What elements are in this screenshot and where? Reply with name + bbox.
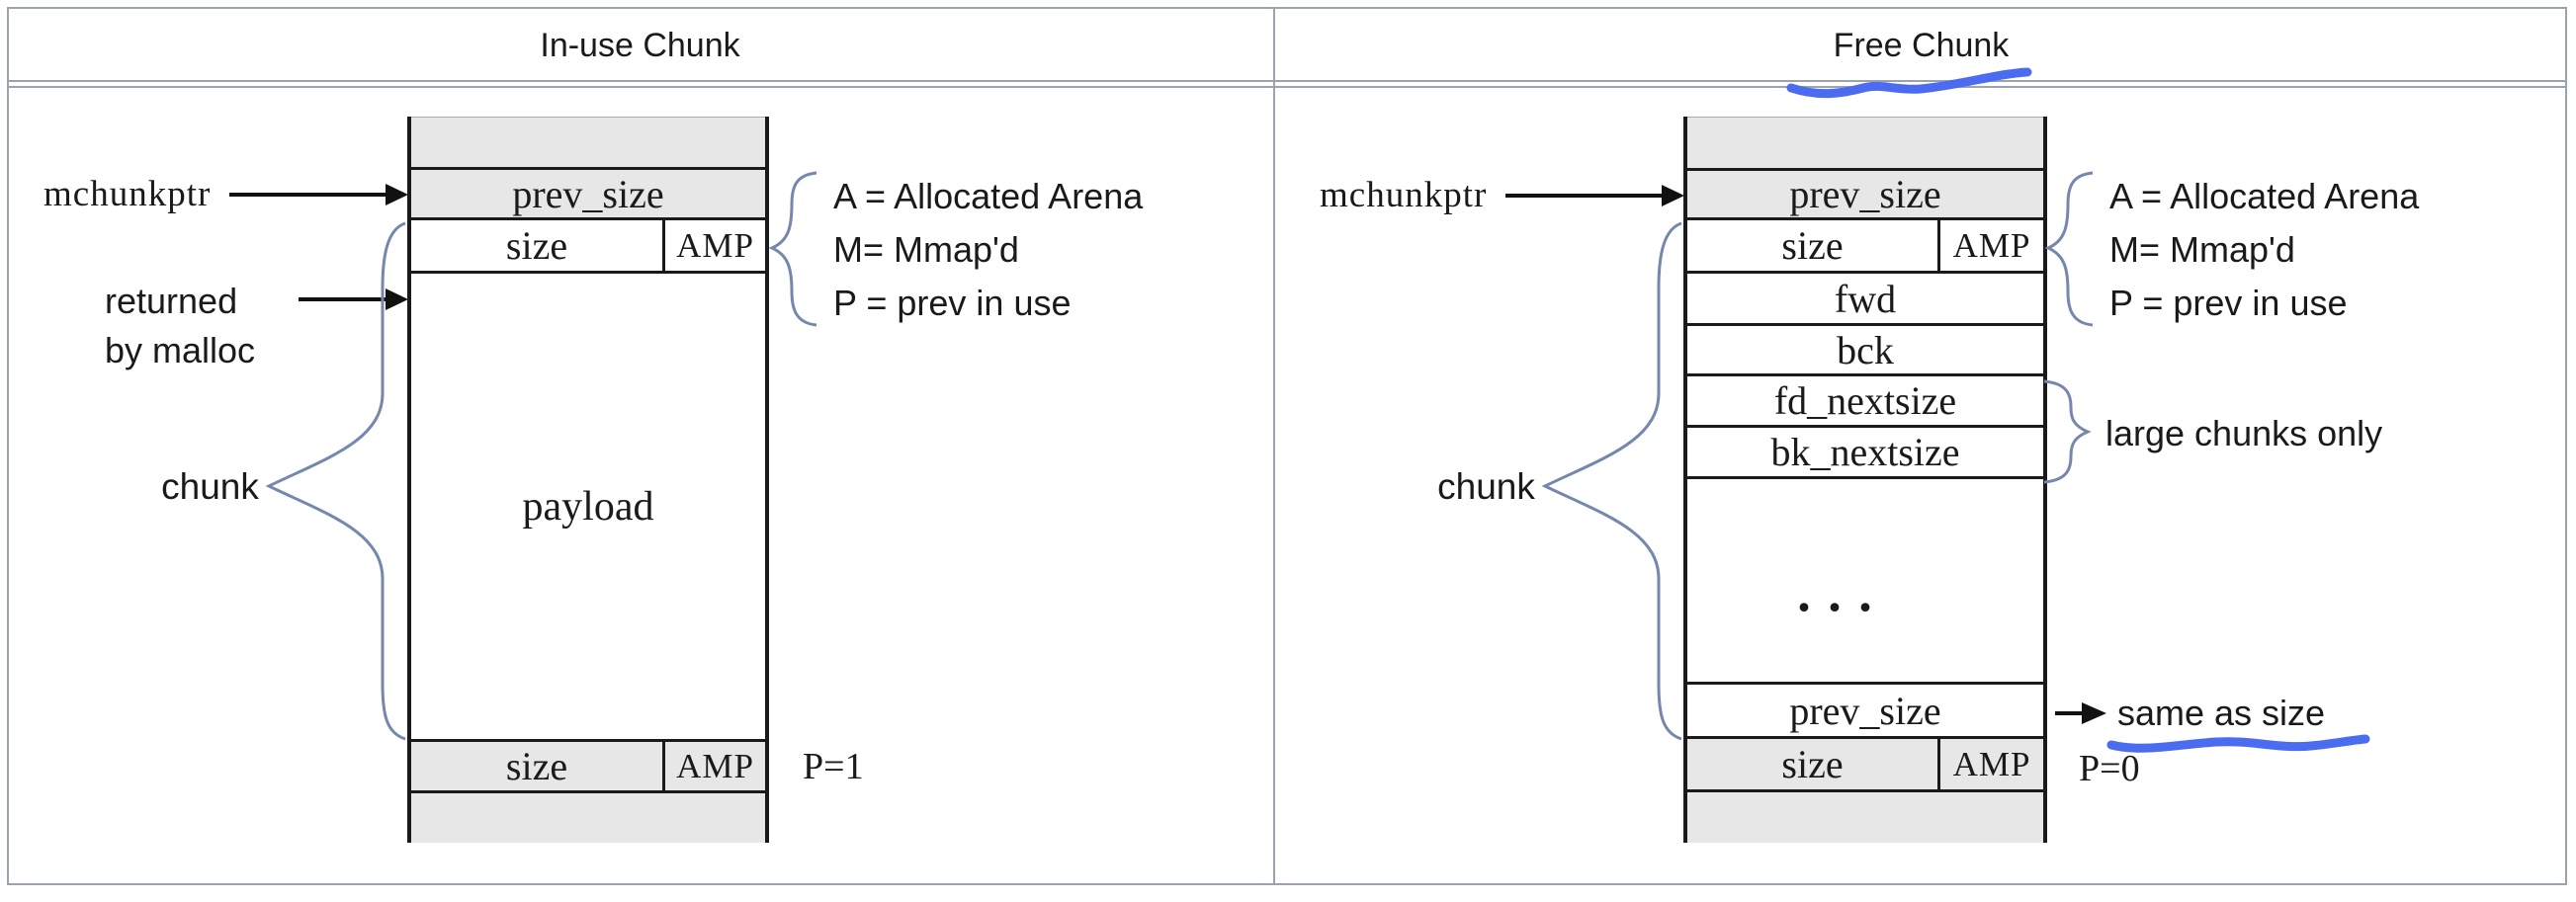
free-p-flag: P=0 <box>2079 748 2140 789</box>
legend-mmapd: M= Mmap'd <box>833 229 1019 270</box>
free-fd-nextsize-label: fd_nextsize <box>1773 378 1957 423</box>
inuse-cell-prev-size: prev_size <box>411 170 765 220</box>
free-bottom-size-label: size <box>1781 742 1844 786</box>
free-large-chunks-note: large chunks only <box>2105 413 2383 453</box>
inuse-cell-next-size: size AMP <box>411 742 765 793</box>
free-bck-label: bck <box>1837 327 1894 372</box>
free-bottom-amp-flags: AMP <box>1937 739 2043 789</box>
free-cell-continuation-top <box>1687 117 2043 171</box>
free-cell-fd-nextsize: fd_nextsize <box>1687 376 2043 428</box>
content-top-line <box>7 86 2567 88</box>
free-mchunkptr-label: mchunkptr <box>1320 175 1488 215</box>
legend-allocated-arena: A = Allocated Arena <box>833 176 1144 216</box>
free-cell-ellipsis: . . . <box>1687 479 2043 685</box>
free-flags-legend: A = Allocated Arena M= Mmap'd P = prev i… <box>2109 170 2419 330</box>
inuse-size-label: size <box>505 223 568 268</box>
inuse-bottom-amp-flags: AMP <box>662 742 765 790</box>
inuse-amp-flags: AMP <box>662 220 765 271</box>
inuse-panel-title: In-use Chunk <box>540 27 740 64</box>
panel-divider <box>1273 7 1275 885</box>
legend-allocated-arena-2: A = Allocated Arena <box>2109 176 2420 216</box>
free-cell-fwd: fwd <box>1687 274 2043 326</box>
inuse-prev-size-label: prev_size <box>512 171 664 216</box>
free-cell-prev-size-bottom: prev_size <box>1687 685 2043 739</box>
free-cell-size: size AMP <box>1687 220 2043 274</box>
inuse-returned-line1: returned <box>105 281 238 321</box>
free-cell-bk-nextsize: bk_nextsize <box>1687 428 2043 479</box>
free-bk-nextsize-label: bk_nextsize <box>1770 430 1960 474</box>
free-cell-prev-size: prev_size <box>1687 171 2043 220</box>
free-amp-flags: AMP <box>1937 220 2043 271</box>
inuse-p-flag: P=1 <box>803 746 864 787</box>
inuse-memory-column: prev_size size AMP payload size AMP <box>407 117 769 843</box>
inuse-mchunkptr-label: mchunkptr <box>43 174 212 214</box>
inuse-cell-continuation-bottom <box>411 793 765 843</box>
free-ellipsis-dots: . . . <box>1797 562 1874 622</box>
free-size-label: size <box>1781 223 1844 268</box>
free-chunk-label: chunk <box>1437 466 1535 507</box>
legend-mmapd-2: M= Mmap'd <box>2109 229 2295 270</box>
inuse-chunk-label: chunk <box>161 466 259 507</box>
free-memory-column: prev_size size AMP fwd bck fd_nextsize b… <box>1683 117 2047 843</box>
free-prev-size-label: prev_size <box>1789 172 1941 216</box>
free-bottom-prev-size-label: prev_size <box>1789 688 1941 733</box>
free-cell-next-size: size AMP <box>1687 739 2043 792</box>
legend-prev-in-use: P = prev in use <box>833 283 1072 323</box>
free-cell-bck: bck <box>1687 326 2043 376</box>
free-same-as-size-note: same as size <box>2117 693 2326 733</box>
inuse-payload-label: payload <box>522 483 654 530</box>
inuse-cell-continuation-top <box>411 117 765 170</box>
inuse-returned-line2: by malloc <box>105 330 256 370</box>
legend-prev-in-use-2: P = prev in use <box>2109 283 2348 323</box>
inuse-cell-payload: payload <box>411 274 765 742</box>
inuse-cell-size: size AMP <box>411 220 765 274</box>
free-fwd-label: fwd <box>1834 276 1897 321</box>
inuse-flags-legend: A = Allocated Arena M= Mmap'd P = prev i… <box>833 170 1143 330</box>
header-separator-line <box>7 80 2567 82</box>
free-cell-continuation-bottom <box>1687 792 2043 843</box>
inuse-returned-by-malloc-label: returned by malloc <box>105 277 255 375</box>
inuse-bottom-size-label: size <box>505 744 568 788</box>
free-panel-title: Free Chunk <box>1833 27 2010 64</box>
